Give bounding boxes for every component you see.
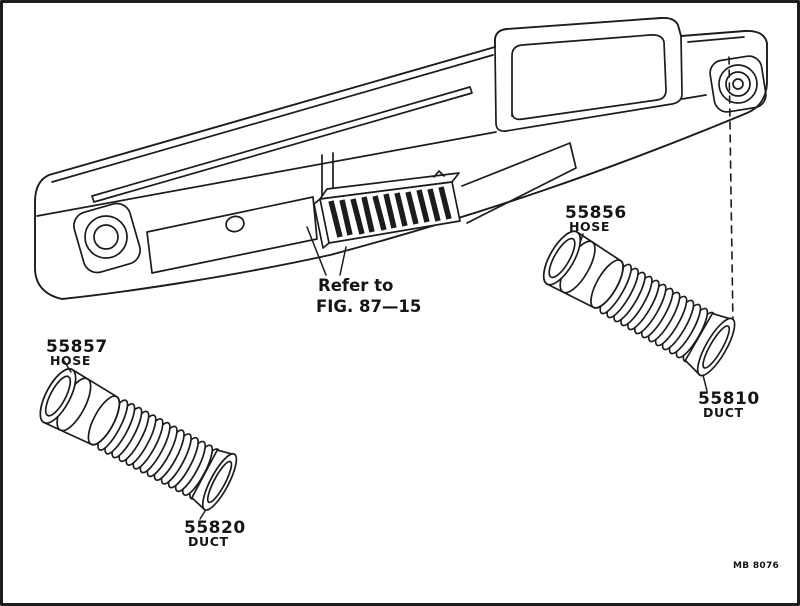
refer-note-line1: Refer to — [318, 276, 393, 295]
side-vent-right-outer-ring — [718, 64, 758, 104]
hose-55857 — [39, 368, 121, 446]
part-type-55810: DUCT — [703, 405, 744, 420]
screw-hole — [225, 215, 245, 233]
instrument-cluster-hood — [494, 34, 683, 132]
part-type-55856: HOSE — [569, 219, 610, 234]
install-leader-dashed — [728, 56, 734, 327]
dashboard-outline — [34, 16, 768, 300]
defroster-slot — [91, 86, 473, 203]
recessed-panel — [146, 142, 577, 274]
center-vent-grille — [313, 170, 461, 249]
side-vent-left-inner-ring — [93, 224, 119, 250]
part-number-55820: 55820 — [184, 518, 246, 538]
side-vent-left-outer-ring — [84, 215, 128, 259]
grille-clip — [433, 170, 445, 178]
side-vent-right — [709, 55, 767, 113]
figure-code: MB 8076 — [733, 561, 779, 571]
refer-note-line2: FIG. 87—15 — [316, 297, 421, 316]
leader-55856 — [579, 233, 584, 244]
grille-slats — [328, 186, 452, 238]
defroster-lip-line — [51, 36, 745, 183]
part-number-55857: 55857 — [46, 337, 108, 357]
leader-refer-note — [306, 226, 347, 276]
part-number-55856: 55856 — [565, 203, 627, 223]
part-number-55810: 55810 — [698, 389, 760, 409]
dash-crease-line — [36, 94, 707, 217]
side-vent-left — [73, 202, 141, 274]
hose-55856 — [542, 230, 624, 309]
part-type-55857: HOSE — [50, 353, 91, 368]
side-vent-right-inner-ring — [725, 71, 751, 97]
dashboard — [34, 16, 768, 300]
leader-55857 — [63, 360, 72, 373]
side-vent-right-hub — [732, 78, 744, 90]
leader-55810 — [702, 374, 708, 392]
part-type-55820: DUCT — [188, 534, 229, 549]
leader-55820 — [199, 510, 206, 520]
duct-55820 — [97, 399, 238, 511]
